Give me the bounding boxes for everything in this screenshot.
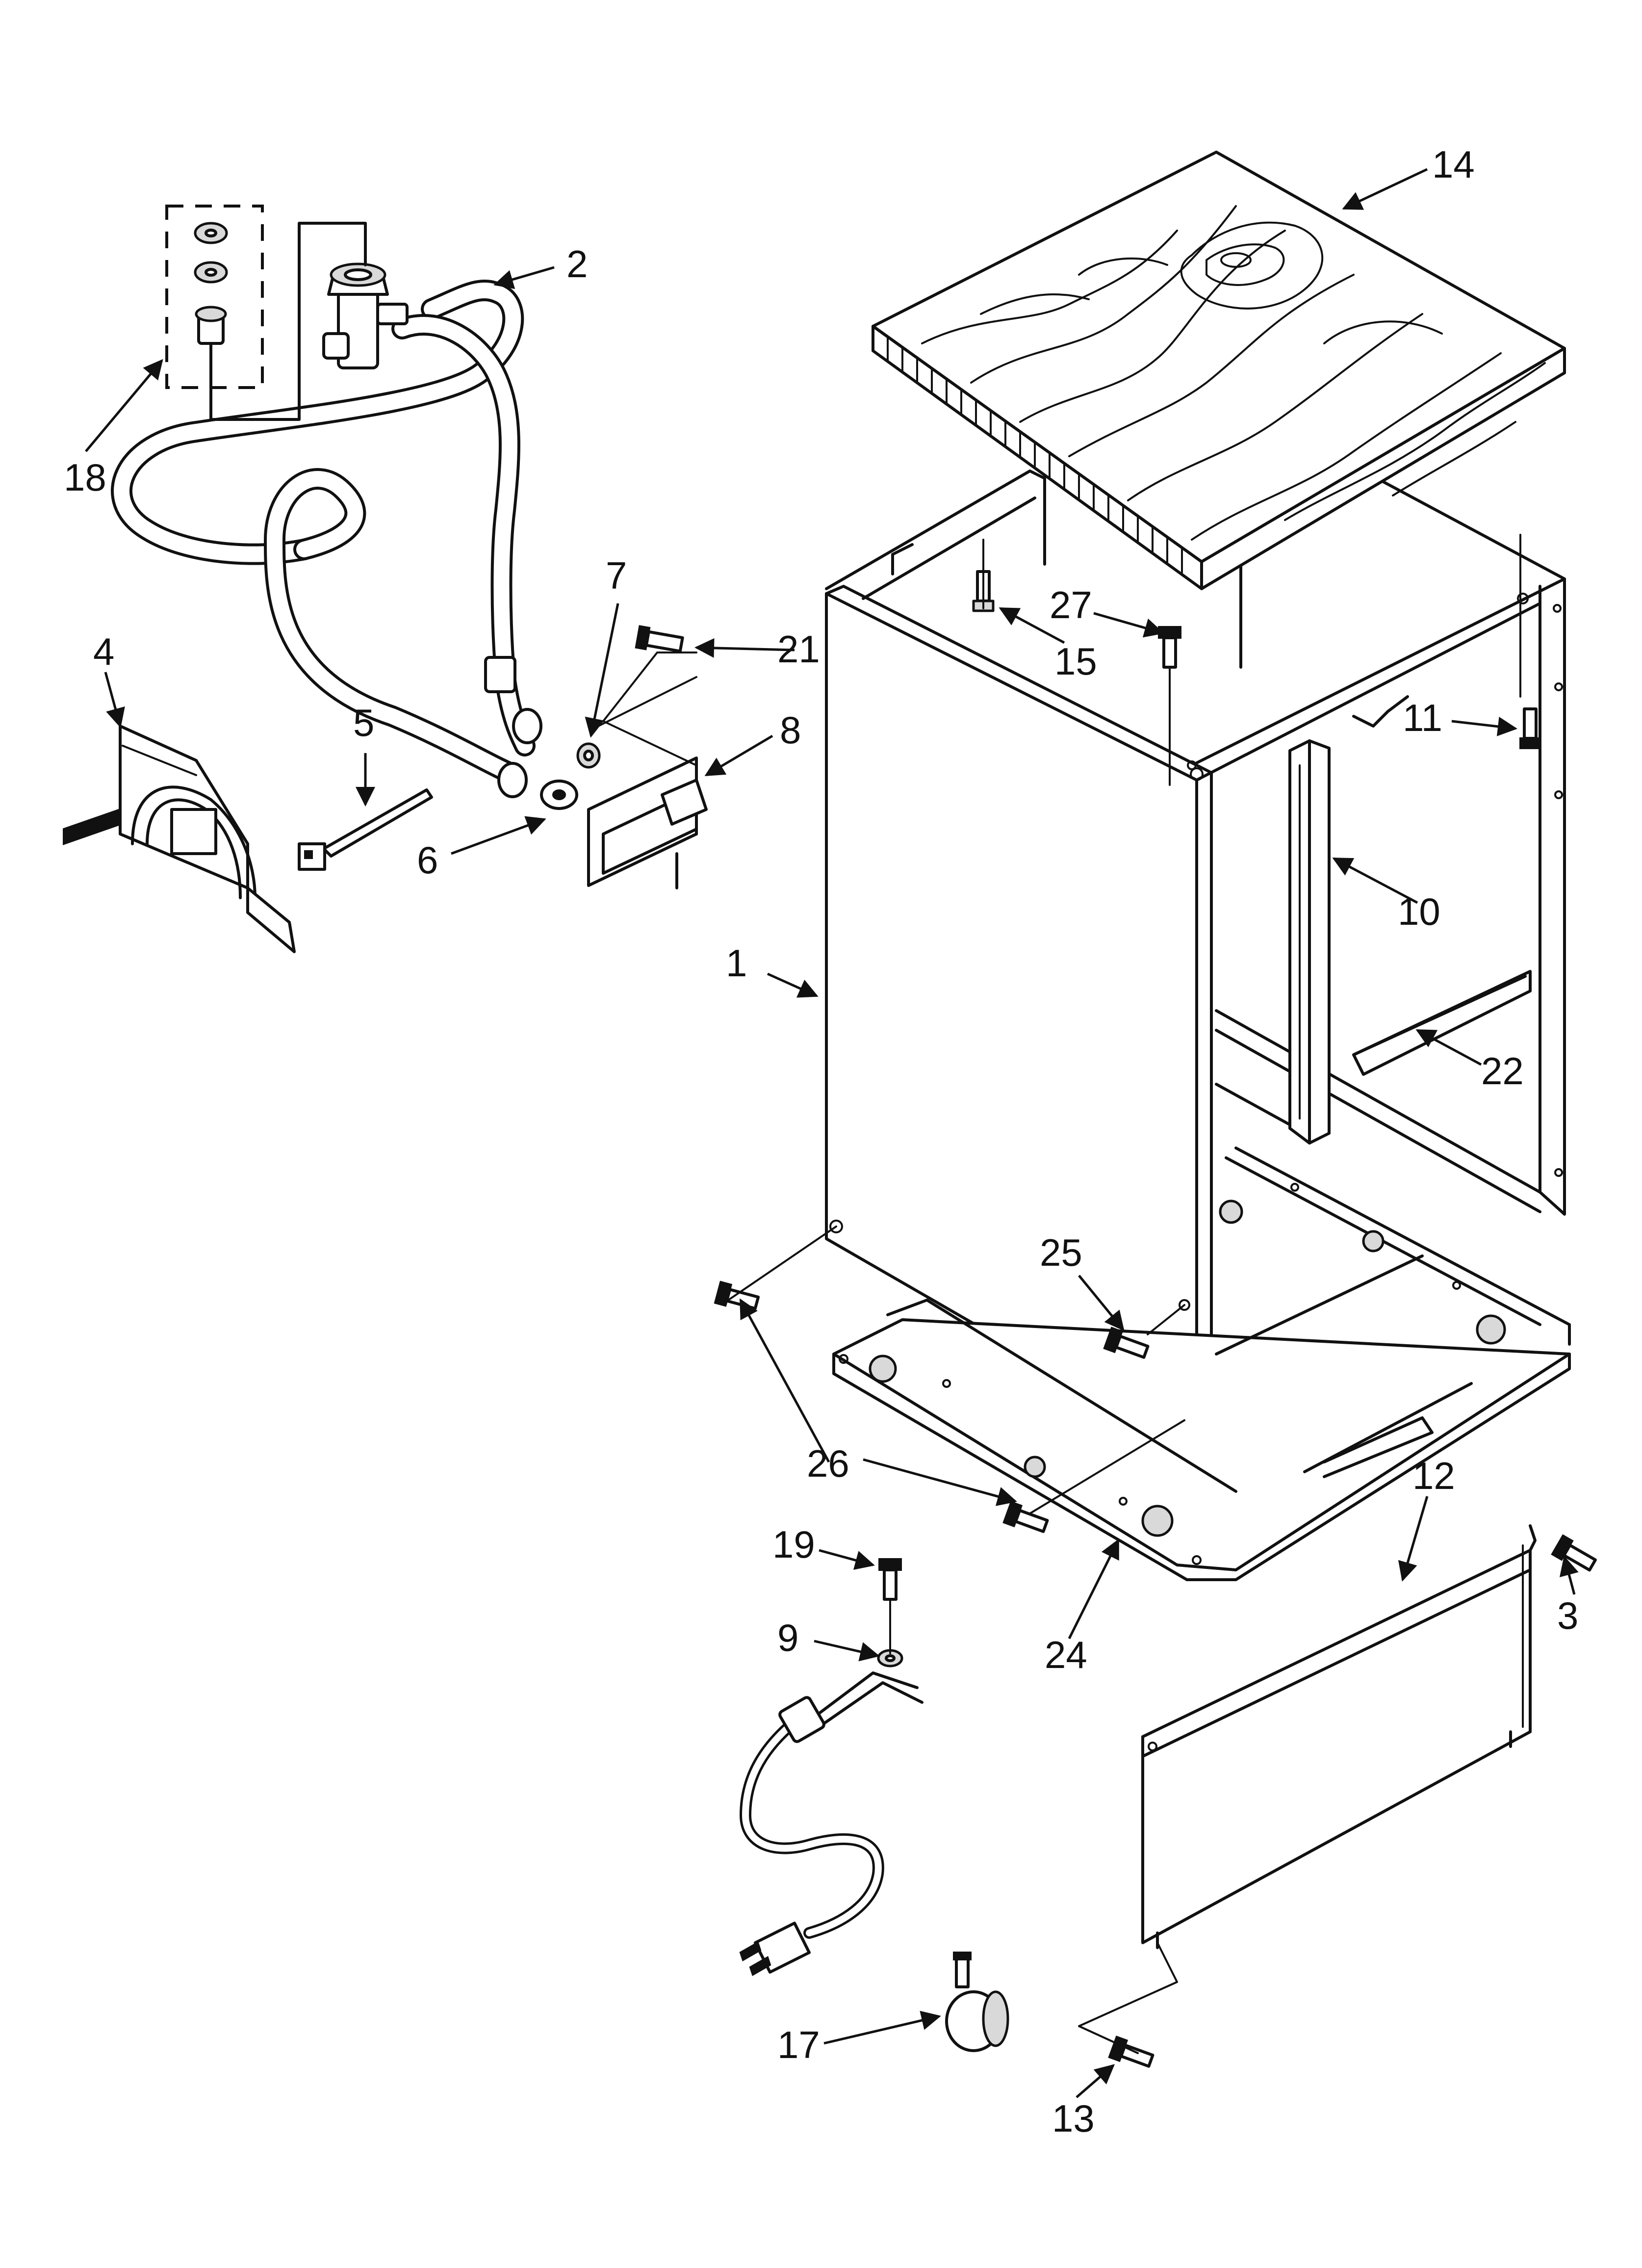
callout-10: 10 [1398, 890, 1440, 933]
callout-22: 22 [1481, 1049, 1524, 1093]
leader-lines [602, 534, 1524, 2054]
callout-7: 7 [606, 554, 627, 597]
callout-9: 9 [777, 1616, 798, 1659]
callout-8: 8 [780, 708, 801, 752]
callout-arrows [85, 168, 1579, 2098]
kick-plate [1141, 1524, 1537, 1949]
callout-17: 17 [777, 2023, 820, 2066]
callout-14: 14 [1432, 143, 1475, 186]
callout-15: 15 [1054, 640, 1097, 683]
callout-11: 11 [1403, 696, 1442, 739]
bracket-8 [587, 676, 708, 889]
callout-12: 12 [1412, 1454, 1455, 1497]
callout-13: 13 [1052, 2097, 1095, 2140]
cable-tie-5 [298, 788, 433, 871]
callout-19: 19 [772, 1523, 815, 1566]
vent-bracket-4 [63, 725, 296, 953]
base-frame [832, 1147, 1571, 1581]
callout-26: 26 [807, 1442, 849, 1485]
washer-7 [576, 742, 601, 769]
inlet-valve-hose [111, 262, 578, 810]
wood-top [872, 151, 1566, 590]
callout-4: 4 [93, 630, 114, 673]
callout-labels: 14 2 18 7 21 8 4 5 6 1 27 15 11 10 22 25… [64, 143, 1578, 2140]
brace-22 [1352, 970, 1532, 1076]
callout-18: 18 [64, 456, 106, 499]
callout-2: 2 [566, 242, 588, 286]
callout-21: 21 [777, 627, 820, 671]
callout-1: 1 [726, 941, 747, 985]
side-brace-10 [1288, 739, 1331, 1145]
parts-kit-18 [165, 205, 367, 421]
callout-3: 3 [1557, 1594, 1578, 1637]
side-panel [825, 585, 1213, 1454]
callout-27: 27 [1050, 583, 1092, 626]
callout-6: 6 [417, 838, 438, 882]
callout-24: 24 [1045, 1633, 1087, 1676]
callout-5: 5 [353, 701, 374, 744]
callout-25: 25 [1040, 1231, 1082, 1274]
caster-17 [945, 1952, 1009, 2052]
power-cord [739, 1671, 924, 1976]
